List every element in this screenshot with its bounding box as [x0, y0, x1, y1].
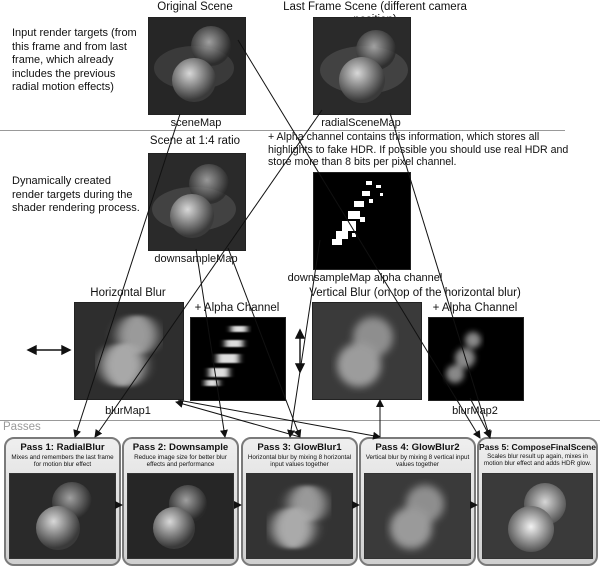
pass-5-image — [482, 473, 593, 559]
pass-1-image — [9, 473, 116, 559]
blur-map1-alpha-image — [190, 317, 286, 401]
pass-description: Scales blur result up again, mixes in mo… — [483, 453, 592, 468]
blur-map1-image — [74, 302, 184, 400]
pass-title: Pass 2: Downsample — [132, 442, 229, 453]
alpha-channel-note: + Alpha channel contains this informatio… — [268, 131, 569, 168]
pass-description: Mixes and remembers the last frame for m… — [11, 454, 114, 469]
vertical-alpha-title: + Alpha Channel — [432, 302, 518, 314]
pass-title: Pass 4: GlowBlur2 — [375, 442, 460, 453]
downsample-alpha-label: downsampleMap alpha channel — [287, 272, 443, 284]
original-scene-title: Original Scene — [157, 1, 233, 13]
pass-2-image — [127, 473, 234, 559]
pass-description: Horizontal blur by mixing 8 horizontal i… — [247, 454, 352, 469]
blur-map1-label: blurMap1 — [105, 405, 151, 417]
blur-map2-alpha-image — [428, 317, 524, 401]
horizontal-alpha-title: + Alpha Channel — [194, 302, 280, 314]
pass-4-image — [364, 473, 471, 559]
pass-3-image — [246, 473, 353, 559]
downsample-title: Scene at 1:4 ratio — [149, 135, 241, 147]
pass-description: Reduce image size for better blur effect… — [134, 454, 227, 469]
dynamic-render-targets-note: Dynamically created render targets durin… — [12, 175, 140, 214]
scene-map-image — [148, 17, 246, 115]
radial-scene-map-label: radialSceneMap — [321, 117, 401, 129]
pass-5-compose-final-scene: Pass 5: ComposeFinalScene Scales blur re… — [477, 437, 598, 566]
pass-2-downsample: Pass 2: Downsample Reduce image size for… — [122, 437, 239, 566]
input-render-targets-note: Input render targets (from this frame an… — [12, 27, 137, 93]
pass-3-glow-blur1: Pass 3: GlowBlur1 Horizontal blur by mix… — [241, 437, 358, 566]
blur-map2-label: blurMap2 — [452, 405, 498, 417]
separator-passes — [0, 420, 600, 421]
scene-map-label: sceneMap — [170, 117, 222, 129]
horizontal-blur-title: Horizontal Blur — [90, 287, 166, 299]
pass-title: Pass 5: ComposeFinalScene — [479, 442, 597, 452]
downsample-map-image — [148, 153, 246, 251]
radial-scene-map-image — [313, 17, 411, 115]
pass-1-radial-blur: Pass 1: RadialBlur Mixes and remembers t… — [4, 437, 121, 566]
downsample-alpha-image — [313, 172, 411, 270]
passes-label: Passes — [3, 421, 41, 433]
downsample-map-label: downsampleMap — [154, 253, 238, 265]
pass-4-glow-blur2: Pass 4: GlowBlur2 Vertical blur by mixin… — [359, 437, 476, 566]
pass-title: Pass 3: GlowBlur1 — [257, 442, 342, 453]
pass-description: Vertical blur by mixing 8 vertical input… — [365, 454, 470, 469]
blur-map2-image — [312, 302, 422, 400]
pass-title: Pass 1: RadialBlur — [20, 442, 105, 453]
vertical-blur-title: Vertical Blur (on top of the horizontal … — [309, 287, 521, 299]
